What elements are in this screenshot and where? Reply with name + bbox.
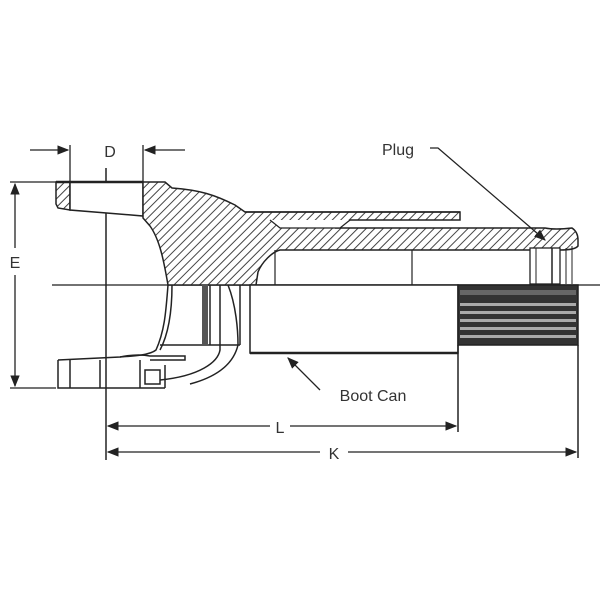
dimension-l: L [105,400,458,460]
lower-yoke-ear [57,354,186,389]
spline-section [457,284,579,346]
label-e: E [10,255,21,272]
yoke-lower-arm [119,284,241,385]
label-l: L [276,420,285,437]
dimension-d: D [30,144,185,182]
dimension-k: K [106,446,578,463]
callout-plug: Plug [382,142,546,241]
yoke-body-section [142,181,579,286]
boot-can [249,284,459,354]
plug [529,246,573,285]
label-d: D [104,144,116,161]
tube-top-recess [269,219,351,229]
callout-boot-can: Boot Can [287,357,407,405]
dimension-e: E [10,181,56,389]
label-boot-can: Boot Can [340,388,407,405]
label-k: K [329,446,340,463]
upper-yoke-ear [55,180,144,217]
label-plug: Plug [382,142,414,159]
